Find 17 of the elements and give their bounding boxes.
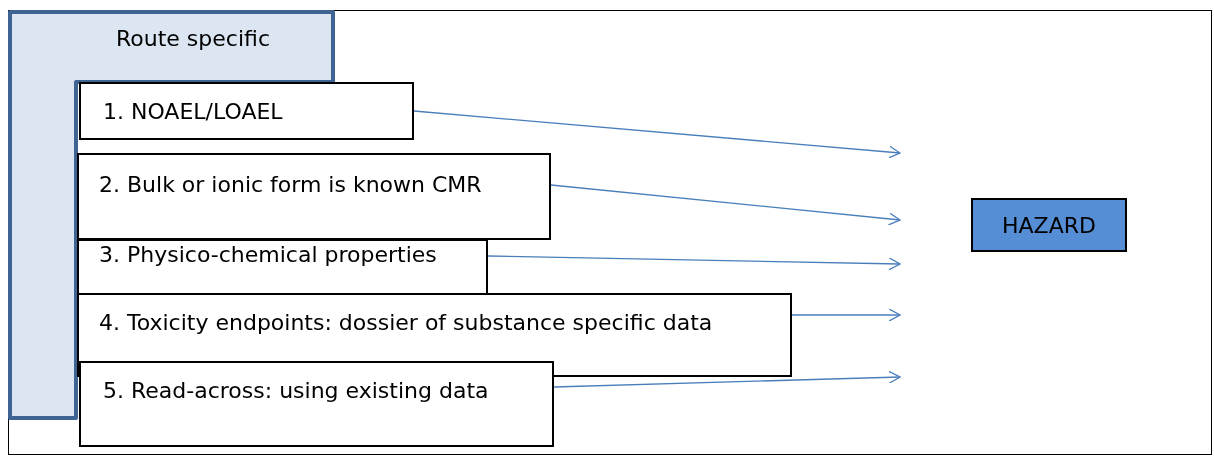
arrow [553,370,901,388]
group-heading: Route specific [116,25,270,53]
arrow [791,308,901,322]
criterion-text: 3. Physico-chemical properties [99,242,437,267]
arrow [550,184,901,226]
arrow [487,255,901,271]
criterion-text: 2. Bulk or ionic form is known CMR [99,172,482,197]
criterion-box [77,239,488,295]
criterion-box [79,361,554,447]
criterion-text: 5. Read-across: using existing data [103,378,489,403]
criterion-box [77,153,551,240]
criterion-text: 4. Toxicity endpoints: dossier of substance specific data [99,310,713,335]
arrow [413,110,901,159]
hazard-box [971,198,1127,252]
criterion-text: 1. NOAEL/LOAEL [103,99,283,124]
criterion-box [79,82,414,140]
hazard-text: HAZARD [1002,212,1096,238]
